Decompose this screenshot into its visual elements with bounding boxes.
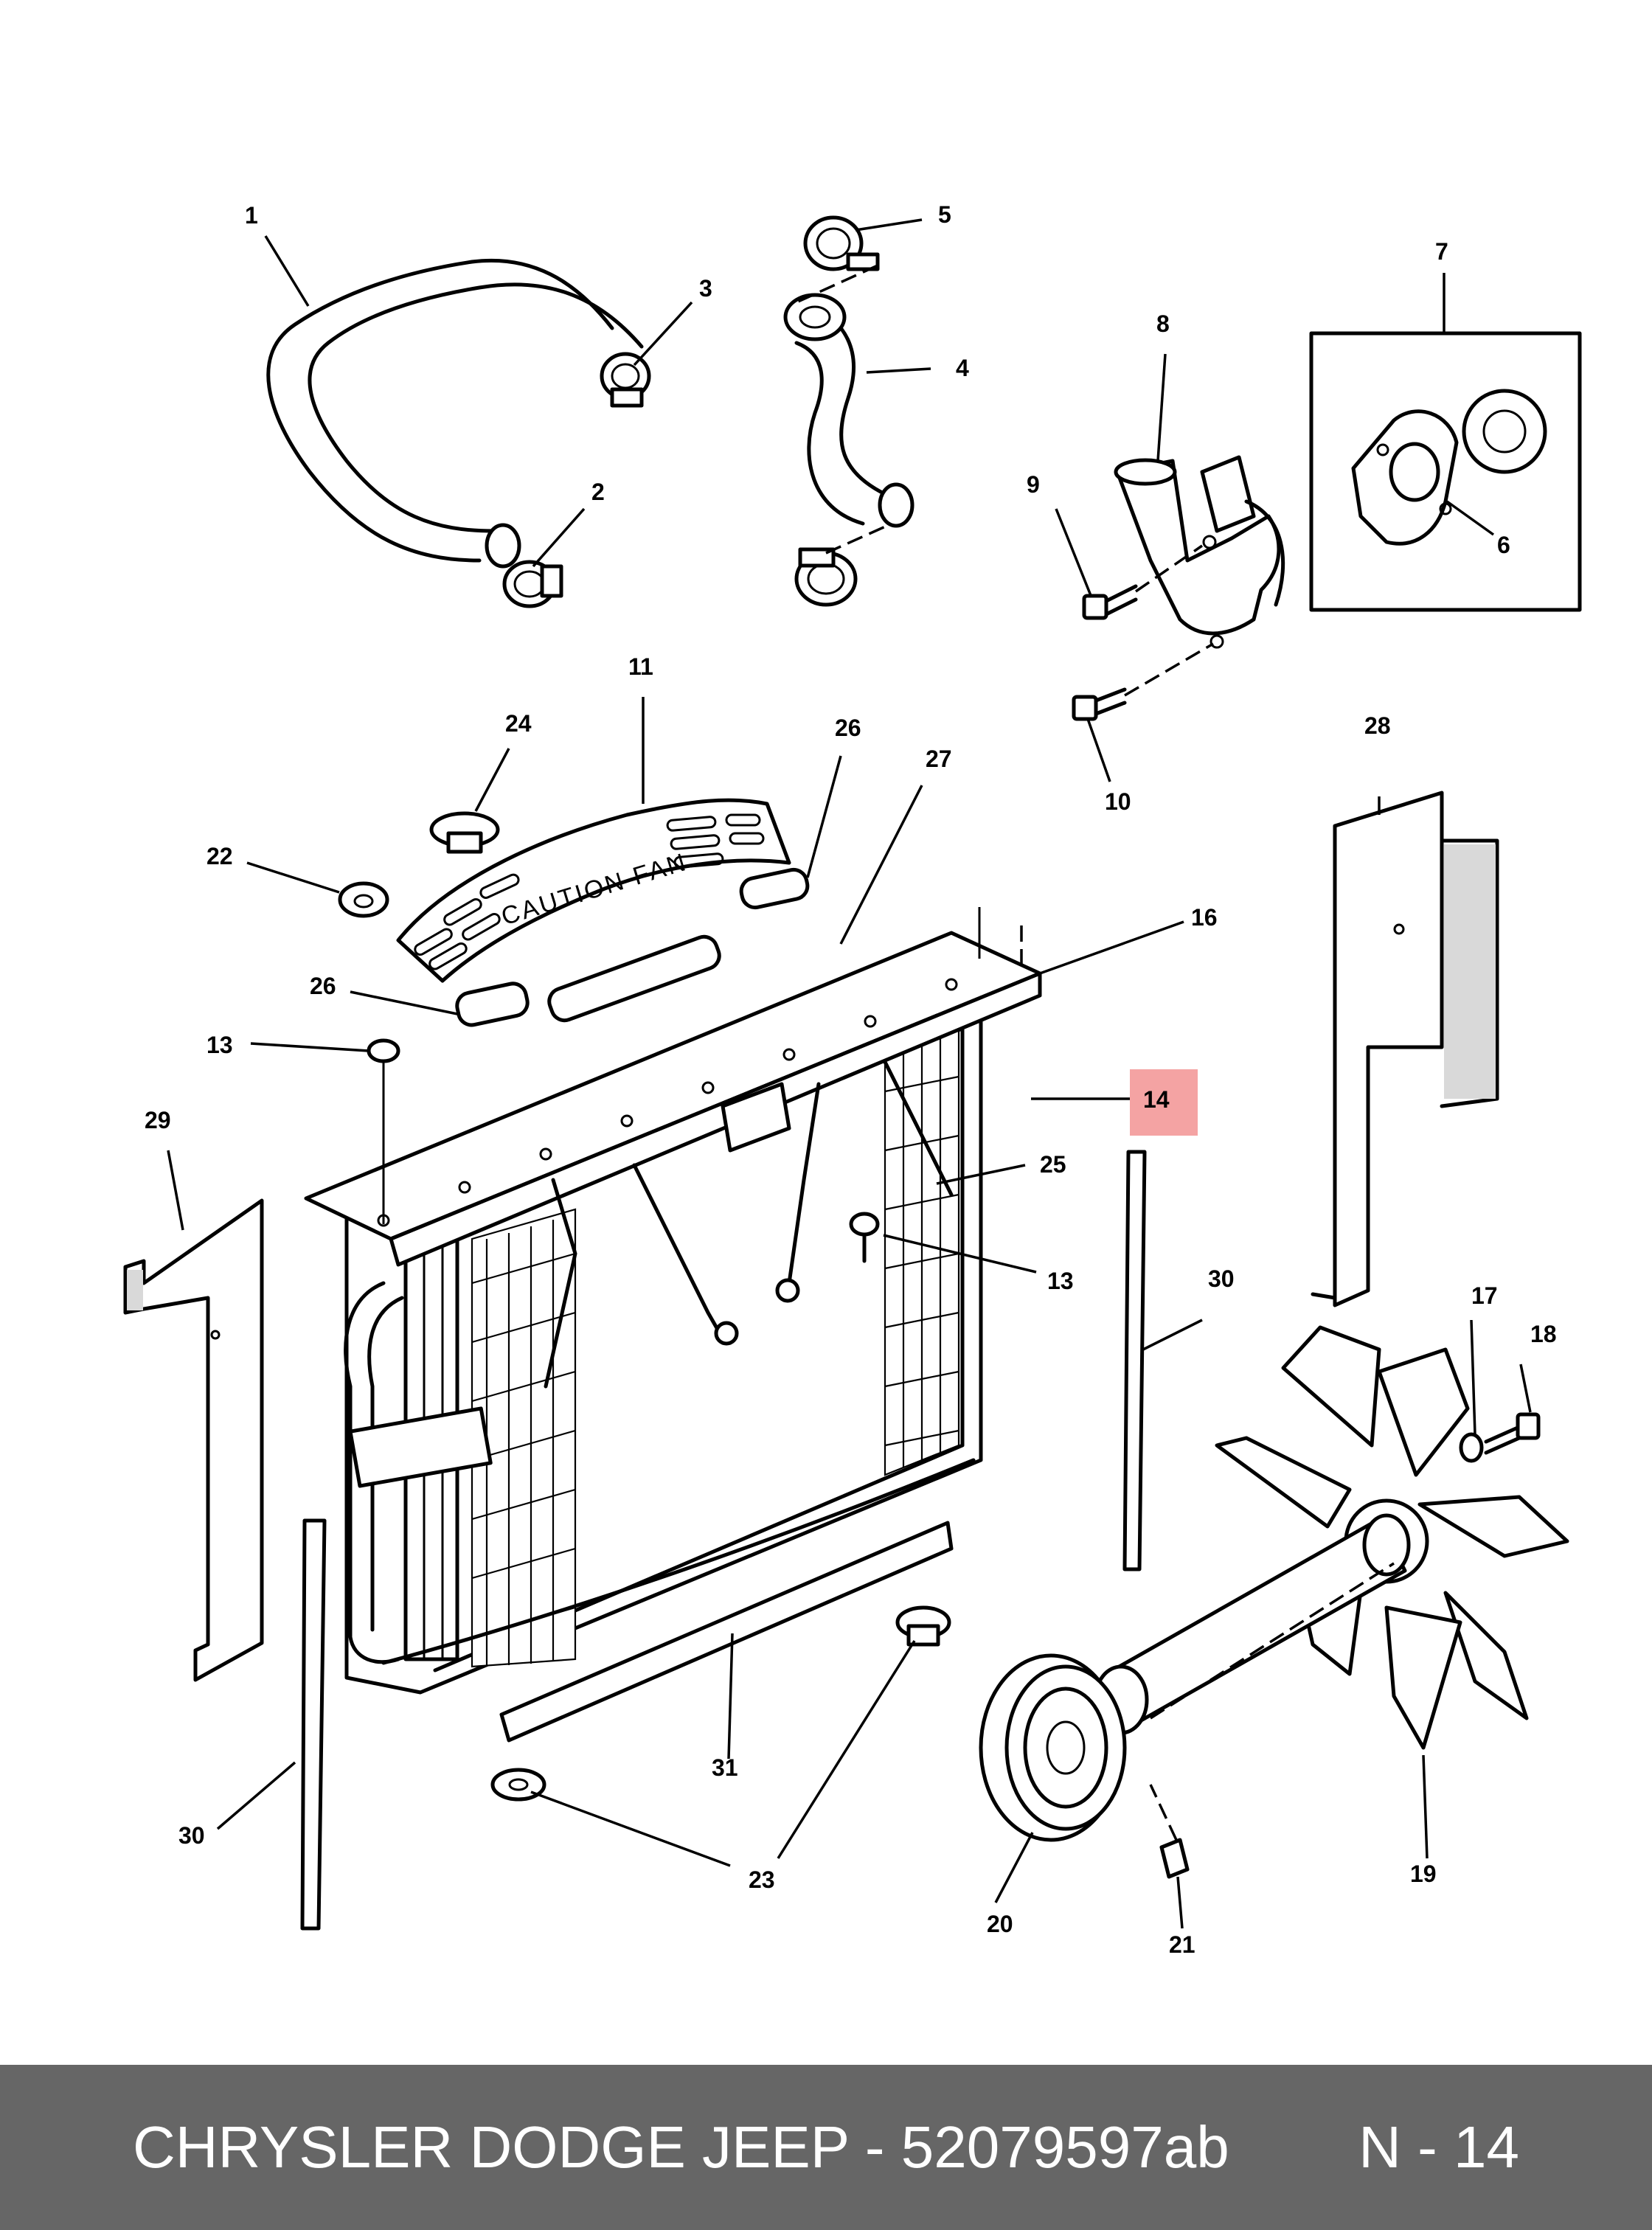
callout-30-left: 30 [178, 1822, 205, 1849]
callout-7: 7 [1435, 238, 1448, 265]
footer-part-number: CHRYSLER DODGE JEEP - 52079597ab [133, 2114, 1229, 2180]
callout-13-right: 13 [1047, 1268, 1074, 1294]
callout-2: 2 [591, 479, 605, 505]
callout-26-right: 26 [835, 715, 861, 741]
callout-26-left: 26 [310, 973, 336, 999]
hose-clamp-3 [600, 352, 651, 408]
callout-14: 14 [1143, 1086, 1170, 1113]
callout-8: 8 [1156, 310, 1170, 337]
callout-21: 21 [1169, 1931, 1195, 1958]
hose-clamp-5 [796, 215, 880, 304]
callout-13-top: 13 [206, 1032, 233, 1058]
insulator-22 [338, 881, 389, 918]
thermostat-housing [1114, 455, 1285, 649]
fan-pulley-20 [979, 1653, 1127, 1842]
air-seal-29 [123, 1198, 264, 1682]
callout-14-highlight [1130, 1069, 1198, 1136]
leader-lines [167, 218, 1532, 1929]
washer-17 [1459, 1432, 1484, 1463]
lower-radiator-hose [783, 293, 914, 528]
fan-clutch [1093, 1513, 1411, 1735]
callout-10: 10 [1105, 788, 1131, 815]
callout-24: 24 [505, 710, 532, 737]
thermostat-kit-box [1309, 331, 1582, 612]
callout-4: 4 [956, 355, 969, 381]
callout-25: 25 [1040, 1151, 1066, 1178]
callout-23: 23 [749, 1866, 775, 1893]
hose-clamp-lower [794, 524, 889, 607]
callout-6: 6 [1497, 532, 1510, 558]
callout-3: 3 [699, 275, 712, 302]
callout-1: 1 [245, 202, 258, 229]
callout-16: 16 [1191, 904, 1218, 931]
callout-28: 28 [1364, 712, 1391, 739]
callout-31: 31 [712, 1754, 738, 1781]
bolt-9 [1082, 544, 1203, 620]
shroud-slots [414, 813, 765, 970]
bolt-10 [1072, 642, 1214, 721]
callout-14-highlighted: 14 [1130, 1069, 1198, 1136]
callout-17: 17 [1471, 1282, 1498, 1309]
bolt-13-right [849, 1212, 880, 1263]
callout-labels: 1 2 3 4 5 6 7 8 9 10 11 13 13 14 16 17 1… [145, 201, 1557, 1958]
callout-22: 22 [206, 843, 233, 869]
hose-clamp-2 [502, 560, 563, 608]
radiator-assembly [304, 907, 1042, 1695]
seal-26-right [739, 867, 810, 910]
fastener-21 [1149, 1784, 1190, 1879]
callout-27: 27 [926, 746, 952, 772]
footer-page-ref: N - 14 [1358, 2114, 1519, 2180]
bolt-13-top [367, 1038, 400, 1224]
bolt-18 [1484, 1412, 1541, 1455]
seal-center [547, 934, 721, 1023]
callout-18: 18 [1530, 1321, 1557, 1347]
callout-29: 29 [145, 1107, 171, 1133]
seal-strip-30-left [300, 1518, 327, 1931]
seal-strip-31 [499, 1521, 954, 1743]
radiator-cap-24 [429, 811, 500, 854]
callout-20: 20 [987, 1911, 1013, 1937]
exploded-parts-diagram: CAUTION FAN [123, 201, 1582, 1958]
callout-11: 11 [628, 653, 653, 680]
seal-26-left [455, 982, 530, 1027]
insulator-23-a [895, 1605, 951, 1647]
callout-5: 5 [938, 201, 951, 228]
callout-30-right: 30 [1208, 1265, 1235, 1292]
seal-strip-30-right [1122, 1150, 1147, 1571]
callout-9: 9 [1027, 471, 1040, 498]
upper-radiator-hose [266, 258, 644, 569]
callout-19: 19 [1410, 1861, 1437, 1887]
footer-bar: CHRYSLER DODGE JEEP - 52079597ab N - 14 [0, 2065, 1652, 2230]
air-seal-28 [1311, 791, 1499, 1307]
